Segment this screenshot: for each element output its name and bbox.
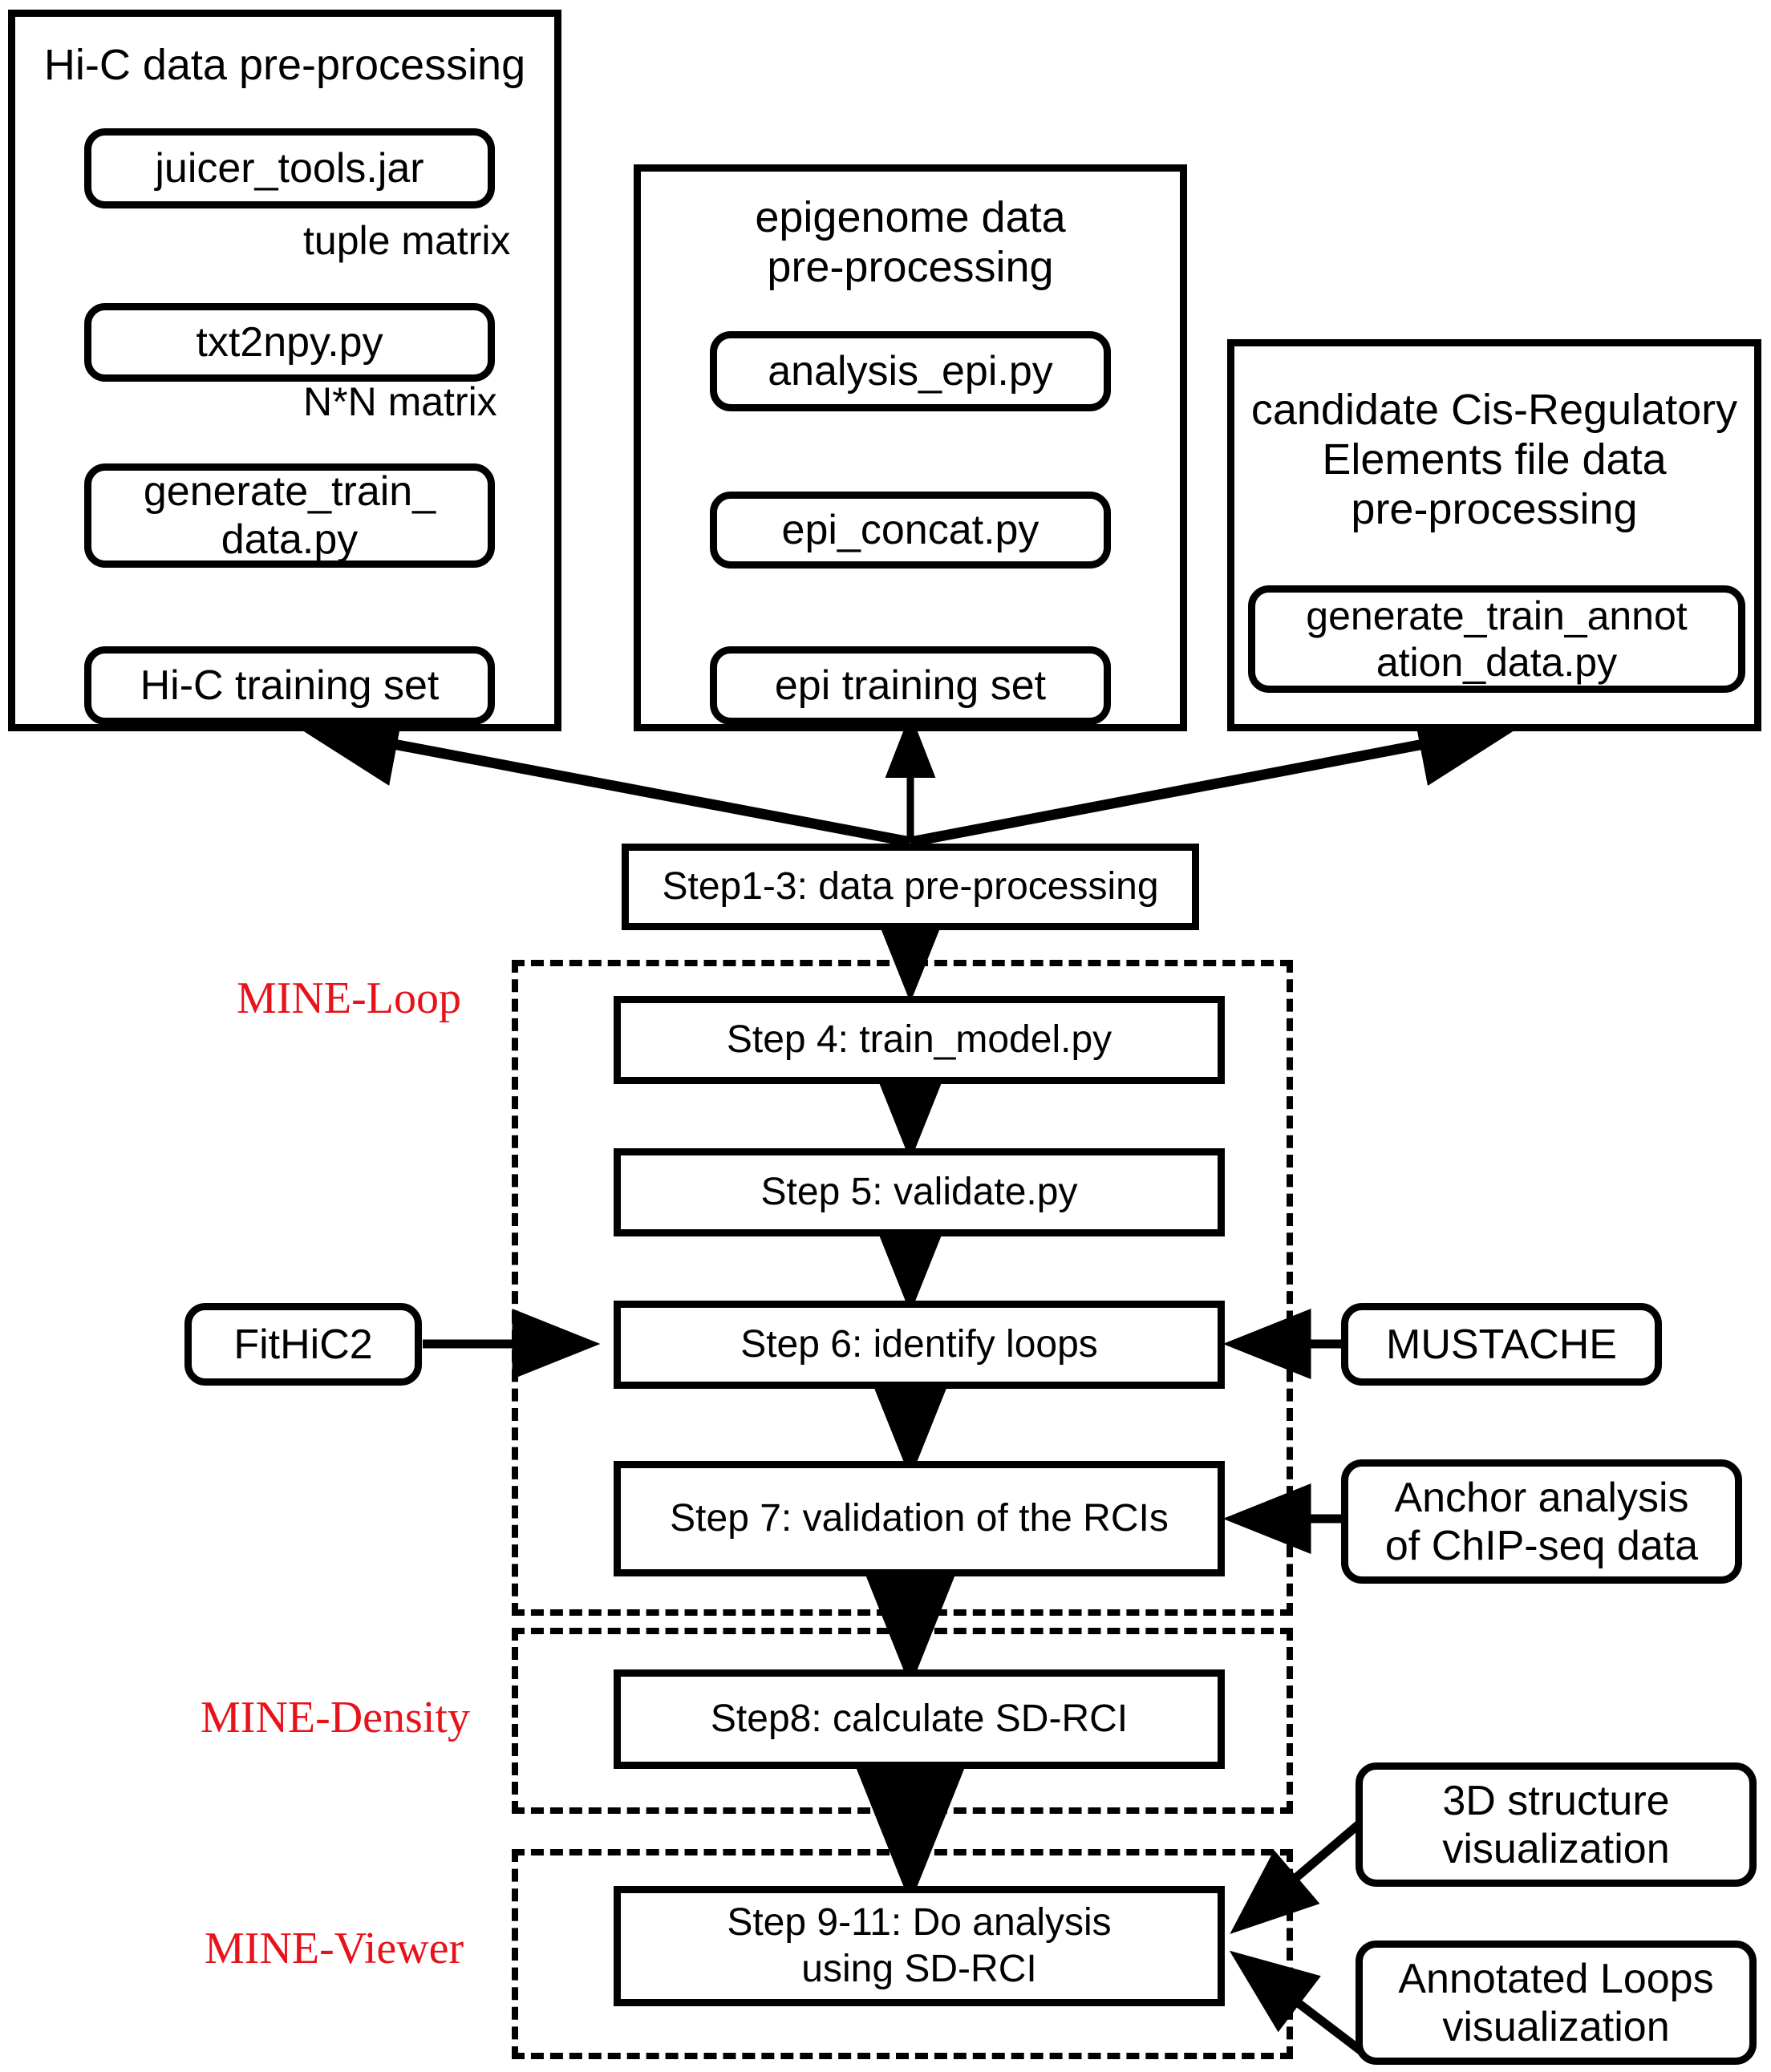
box-step4-train-model[interactable]: Step 4: train_model.py [614, 996, 1225, 1084]
box-step1-3[interactable]: Step1-3: data pre-processing [622, 844, 1199, 930]
module-frame-mine-viewer [512, 1849, 1293, 2059]
box-step5-validate[interactable]: Step 5: validate.py [614, 1148, 1225, 1236]
panel-epigenome-preprocessing [634, 164, 1187, 731]
module-label-mine-loop: MINE-Loop [237, 973, 461, 1023]
module-label-mine-viewer: MINE-Viewer [205, 1924, 464, 1973]
edge-label-nn-matrix: N*N matrix [303, 379, 497, 424]
box-juicer-tools[interactable]: juicer_tools.jar [84, 128, 495, 208]
box-fithic2[interactable]: FitHiC2 [184, 1303, 422, 1386]
box-epi-training-set[interactable]: epi training set [710, 646, 1111, 725]
box-mustache[interactable]: MUSTACHE [1341, 1303, 1662, 1386]
box-hic-training-set[interactable]: Hi-C training set [84, 646, 495, 725]
panel-hic-title: Hi-C data pre-processing [43, 41, 526, 89]
panel-epigenome-title: epigenome data pre-processing [755, 193, 1066, 291]
box-analysis-epi[interactable]: analysis_epi.py [710, 331, 1111, 411]
arrow-step13-to-hic-panel [294, 703, 912, 848]
box-3d-structure-visualization[interactable]: 3D structure visualization [1356, 1762, 1757, 1887]
box-epi-concat[interactable]: epi_concat.py [710, 492, 1111, 569]
box-annotated-loops-visualization[interactable]: Annotated Loops visualization [1356, 1940, 1757, 2065]
box-txt2npy[interactable]: txt2npy.py [84, 303, 495, 382]
edge-label-tuple-matrix: tuple matrix [303, 218, 511, 263]
box-generate-train-data[interactable]: generate_train_ data.py [84, 463, 495, 568]
arrow-step13-to-ccre-panel [909, 703, 1522, 848]
module-label-mine-density: MINE-Density [201, 1693, 470, 1742]
box-step9-11-do-analysis[interactable]: Step 9-11: Do analysis using SD-RCI [614, 1886, 1225, 2006]
box-step8-calculate-sd-rci[interactable]: Step8: calculate SD-RCI [614, 1669, 1225, 1769]
module-frame-mine-density [512, 1628, 1293, 1814]
panel-ccre-title: candidate Cis-Regulatory Elements file d… [1250, 386, 1738, 533]
box-step6-identify-loops[interactable]: Step 6: identify loops [614, 1301, 1225, 1389]
box-generate-train-annotation-data[interactable]: generate_train_annot ation_data.py [1248, 585, 1745, 693]
box-anchor-analysis-chipseq[interactable]: Anchor analysis of ChIP-seq data [1341, 1459, 1742, 1584]
module-frame-mine-loop [512, 960, 1293, 1616]
box-step7-validation-rcis[interactable]: Step 7: validation of the RCIs [614, 1461, 1225, 1576]
